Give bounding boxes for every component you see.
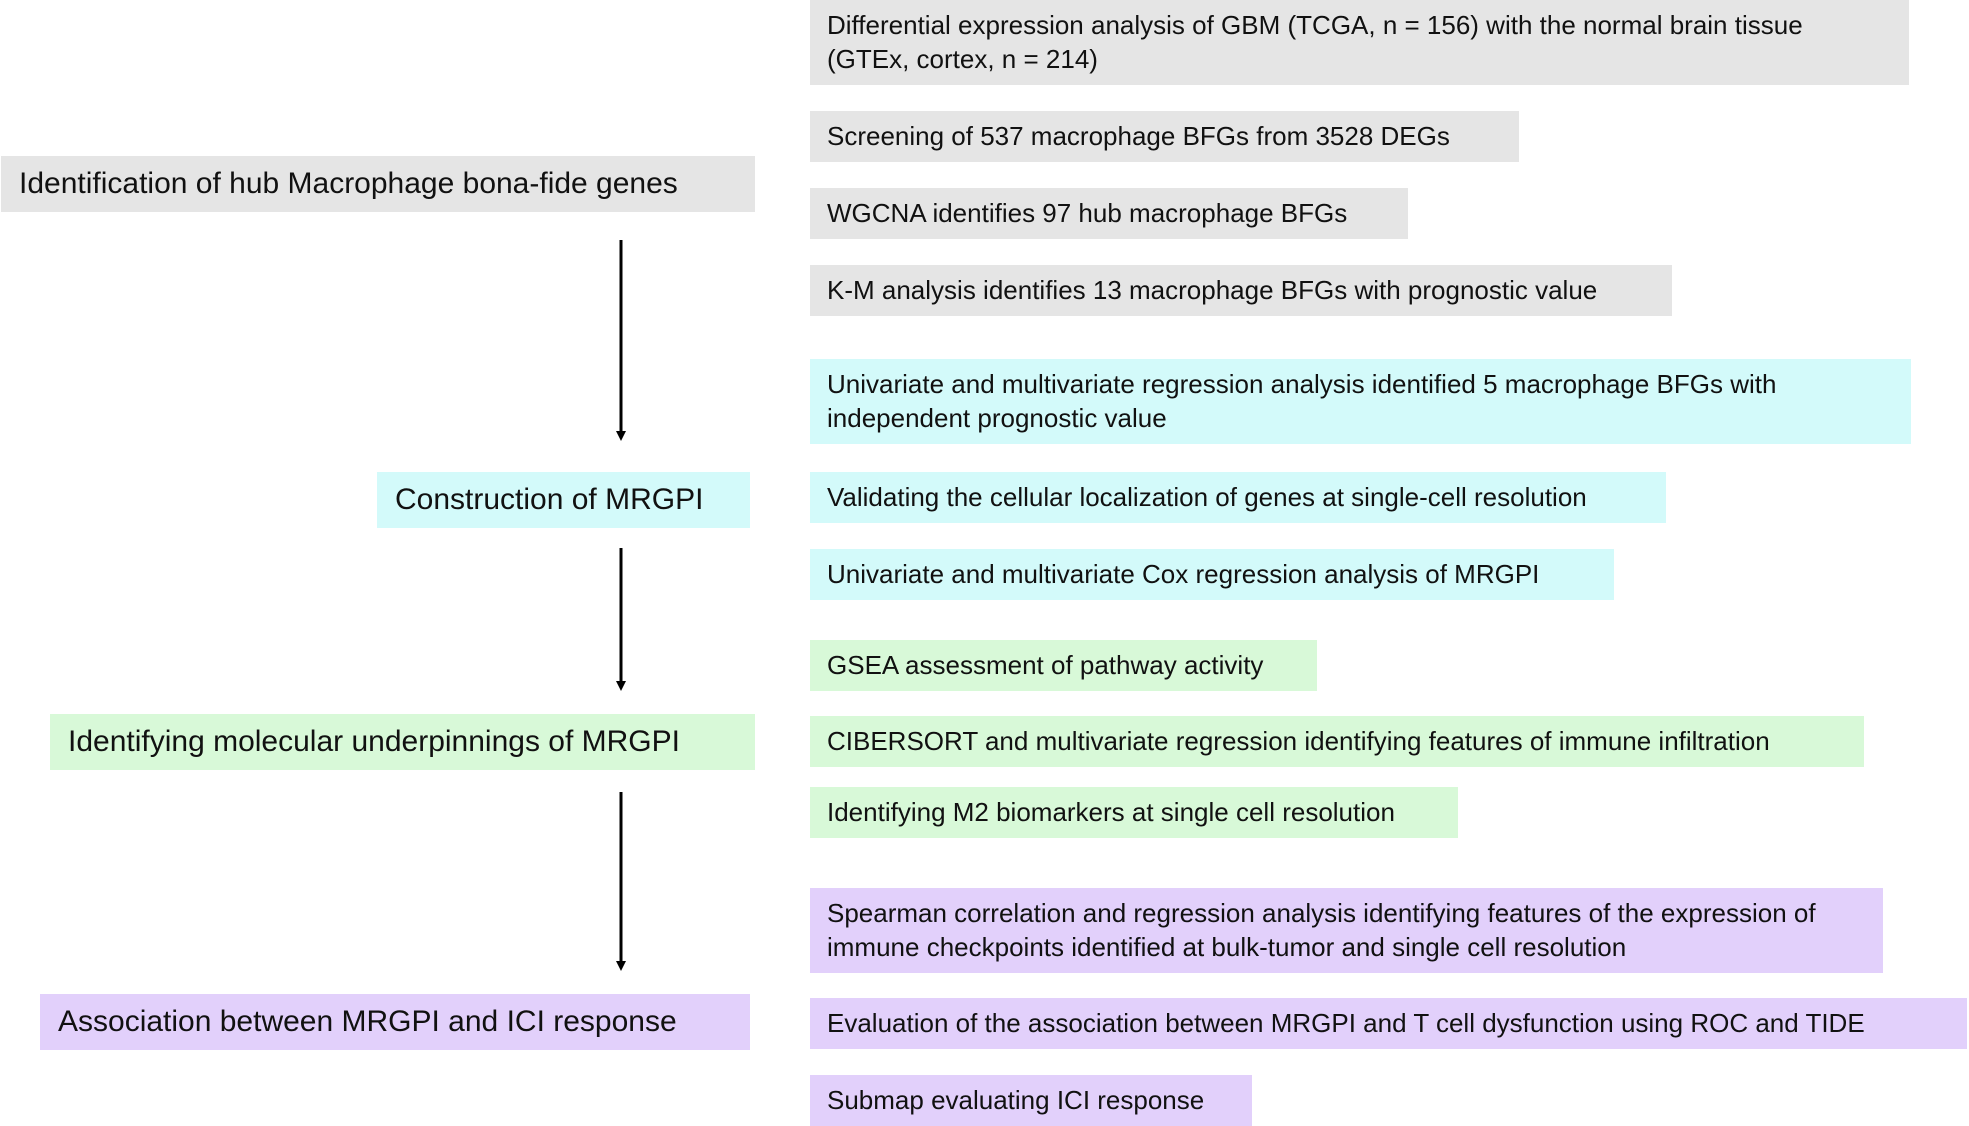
step-tcell-dysfunction: Evaluation of the association between MR… [810, 998, 1967, 1049]
step-label: K-M analysis identifies 13 macrophage BF… [827, 274, 1598, 305]
stage-label: Identifying molecular underpinnings of M… [68, 724, 680, 758]
stage-construction-mrgpi: Construction of MRGPI [377, 472, 750, 528]
step-validating-localization: Validating the cellular localization of … [810, 472, 1666, 523]
step-spearman-correlation: Spearman correlation and regression anal… [810, 888, 1883, 973]
step-cox-regression: Univariate and multivariate Cox regressi… [810, 549, 1614, 600]
step-label: CIBERSORT and multivariate regression id… [827, 725, 1770, 756]
step-differential-expression: Differential expression analysis of GBM … [810, 0, 1909, 85]
step-label: Submap evaluating ICI response [827, 1084, 1205, 1115]
step-label: Univariate and multivariate Cox regressi… [827, 558, 1540, 589]
step-cibersort: CIBERSORT and multivariate regression id… [810, 716, 1864, 767]
step-label: GSEA assessment of pathway activity [827, 649, 1264, 680]
step-label: Spearman correlation and regression anal… [827, 898, 1816, 962]
stage-label: Association between MRGPI and ICI respon… [58, 1004, 677, 1038]
stage-label: Identification of hub Macrophage bona-fi… [19, 166, 678, 200]
stage-hub-macrophage-genes: Identification of hub Macrophage bona-fi… [1, 156, 755, 212]
step-label: WGCNA identifies 97 hub macrophage BFGs [827, 197, 1348, 228]
step-label: Screening of 537 macrophage BFGs from 35… [827, 120, 1450, 151]
step-univariate-multivariate: Univariate and multivariate regression a… [810, 359, 1911, 444]
step-km-analysis: K-M analysis identifies 13 macrophage BF… [810, 265, 1672, 316]
step-label: Differential expression analysis of GBM … [827, 10, 1803, 74]
step-m2-biomarkers: Identifying M2 biomarkers at single cell… [810, 787, 1458, 838]
step-screening-bfgs: Screening of 537 macrophage BFGs from 35… [810, 111, 1519, 162]
step-label: Validating the cellular localization of … [827, 481, 1587, 512]
stage-ici-response: Association between MRGPI and ICI respon… [40, 994, 750, 1050]
stage-label: Construction of MRGPI [395, 482, 704, 516]
step-gsea: GSEA assessment of pathway activity [810, 640, 1317, 691]
step-label: Evaluation of the association between MR… [827, 1007, 1865, 1038]
stage-molecular-underpinnings: Identifying molecular underpinnings of M… [50, 714, 755, 770]
step-wgcna: WGCNA identifies 97 hub macrophage BFGs [810, 188, 1408, 239]
step-label: Univariate and multivariate regression a… [827, 369, 1777, 433]
step-label: Identifying M2 biomarkers at single cell… [827, 796, 1395, 827]
step-submap: Submap evaluating ICI response [810, 1075, 1252, 1126]
